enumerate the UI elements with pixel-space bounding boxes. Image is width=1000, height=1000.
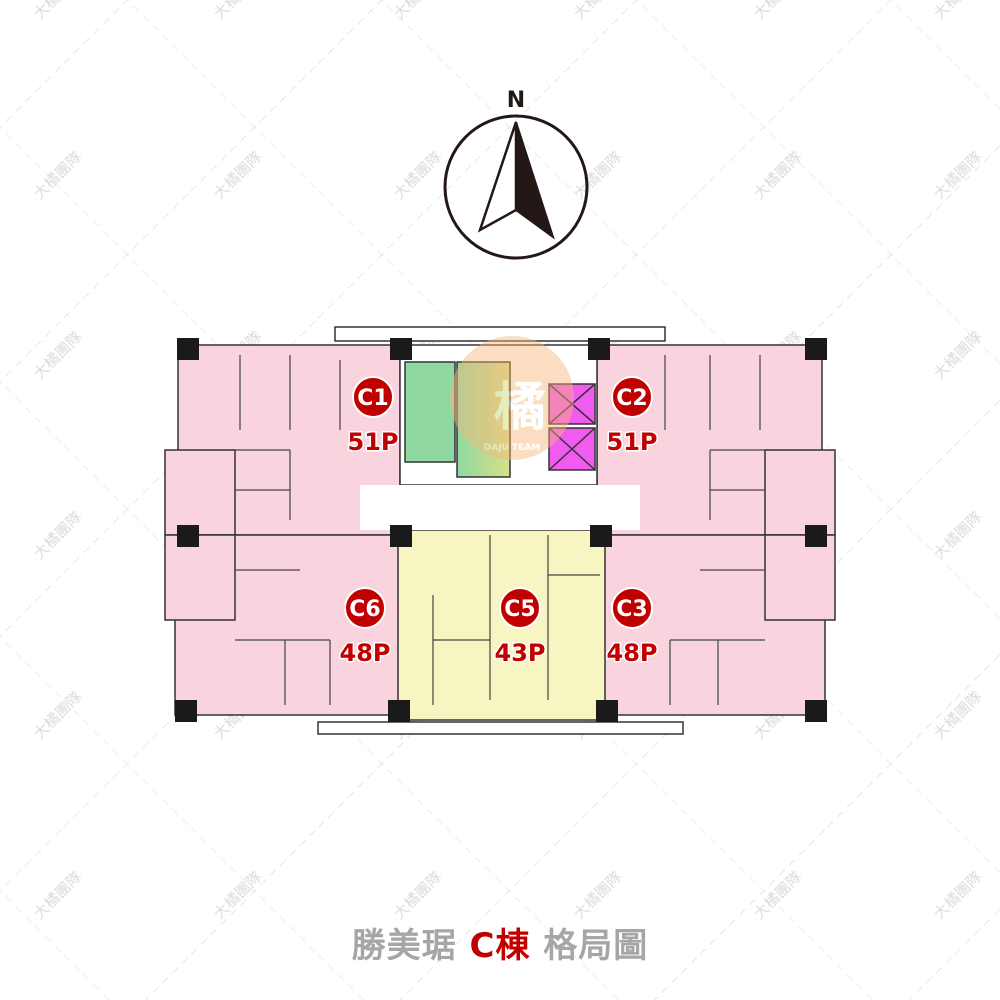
unit-label-c5: C5 43P: [493, 587, 547, 669]
daju-team-logo: 橘 DAJU TEAM: [450, 336, 574, 460]
unit-badge: [611, 376, 653, 418]
compass-north-label: N: [507, 88, 525, 113]
unit-size: 51P: [607, 428, 658, 456]
unit-id: C5: [504, 597, 535, 622]
unit-label-c6: C6 48P: [338, 587, 392, 669]
unit-id: C1: [357, 386, 388, 411]
north-arrow-icon: N: [443, 88, 589, 260]
unit-id: C3: [616, 597, 647, 622]
unit-badge: [611, 587, 653, 629]
unit-size: 51P: [348, 428, 399, 456]
unit-label-c1: C1 51P: [346, 376, 400, 458]
unit-size: 48P: [340, 639, 391, 667]
svg-text:橘: 橘: [494, 378, 546, 438]
building-outline: [164, 326, 836, 735]
unit-label-c2: C2 51P: [605, 376, 659, 458]
stair-2: [456, 361, 511, 478]
unit-badge: [344, 587, 386, 629]
svg-text:DAJU TEAM: DAJU TEAM: [484, 443, 540, 453]
building-name: C棟: [469, 926, 531, 966]
project-name: 勝美琚: [351, 926, 457, 966]
unit-id: C6: [349, 597, 380, 622]
unit-badge: [499, 587, 541, 629]
interior-walls: [234, 355, 766, 705]
unit-size: 43P: [495, 639, 546, 667]
unit-c5-area: [397, 529, 606, 721]
page-title: 勝美琚 C棟 格局圖: [0, 918, 1000, 967]
unit-size: 48P: [607, 639, 658, 667]
unit-badge: [352, 376, 394, 418]
corridor: [360, 485, 640, 530]
unit-id: C2: [616, 386, 647, 411]
structural-columns: [175, 338, 827, 722]
stair-1: [404, 361, 456, 463]
unit-label-c3: C3 48P: [605, 587, 659, 669]
title-suffix: 格局圖: [543, 926, 649, 966]
